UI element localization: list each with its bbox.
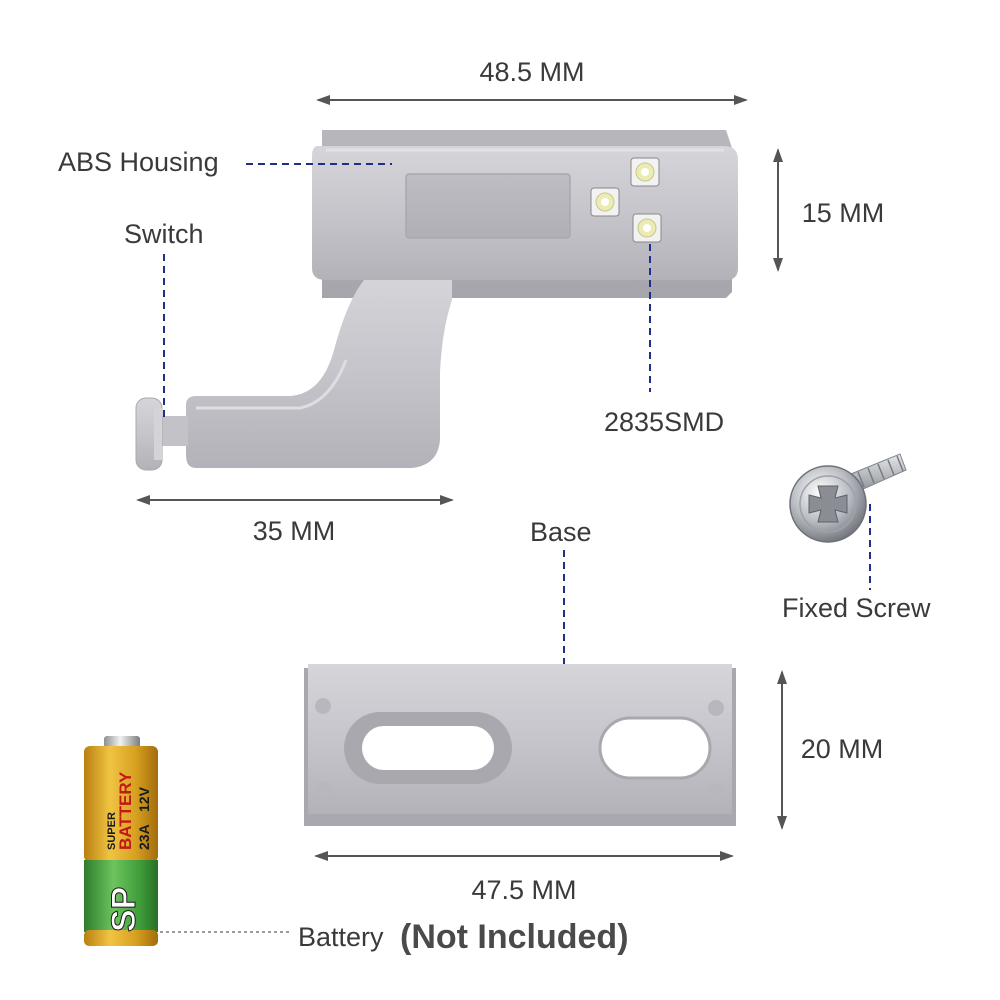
screw-illustration — [789, 453, 907, 543]
dimension-base-width-label: 47.5 MM — [471, 875, 576, 905]
label-battery-note: (Not Included) — [400, 918, 629, 956]
label-battery: Battery — [298, 922, 384, 952]
dimension-base-width: 47.5 MM — [314, 851, 734, 905]
led-chip — [590, 187, 620, 217]
led-chip — [630, 157, 660, 187]
led-chips — [590, 157, 662, 243]
dimension-arm-length: 35 MM — [136, 495, 454, 546]
label-led: 2835SMD — [604, 407, 724, 437]
dimension-arm-length-label: 35 MM — [253, 516, 336, 546]
battery-model-text: 23A — [136, 824, 152, 850]
label-switch: Switch — [124, 219, 204, 249]
dimension-housing-height: 15 MM — [773, 148, 884, 272]
dimension-housing-height-label: 15 MM — [802, 198, 885, 228]
base-plate — [304, 664, 736, 826]
dimension-housing-width: 48.5 MM — [316, 57, 748, 105]
dimension-base-height-label: 20 MM — [801, 734, 884, 764]
label-screw: Fixed Screw — [782, 593, 931, 623]
battery-battery-text: BATTERY — [116, 771, 135, 850]
dimension-housing-width-label: 48.5 MM — [479, 57, 584, 87]
dimension-base-height: 20 MM — [777, 670, 883, 830]
battery-super-text: SUPER — [106, 812, 118, 850]
battery-brand-text: SP — [105, 887, 143, 932]
led-chip — [632, 213, 662, 243]
label-base: Base — [530, 517, 592, 547]
battery-voltage-text: 12V — [136, 786, 152, 812]
label-housing: ABS Housing — [58, 147, 219, 177]
battery-illustration: SUPER BATTERY 23A 12V SP — [84, 736, 158, 946]
